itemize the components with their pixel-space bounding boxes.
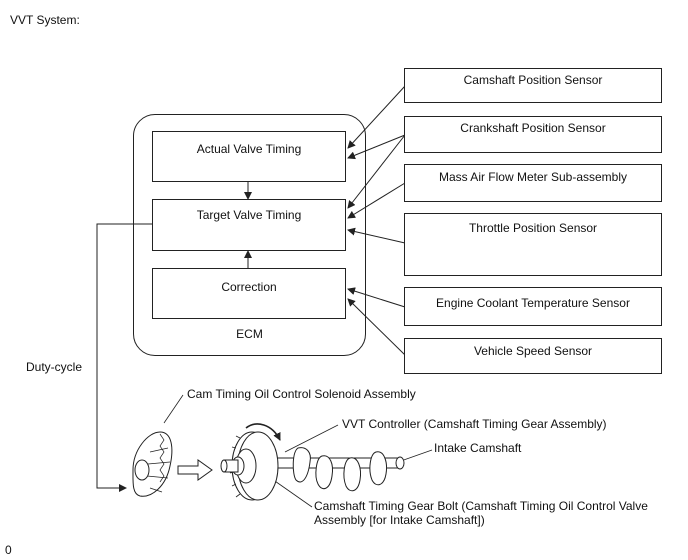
arrow-tp-sensor [347,227,406,244]
leader-vvt-controller [284,424,339,453]
sensor-camshaft-position: Camshaft Position Sensor [404,68,662,103]
ecm-block-actual-valve-timing: Actual Valve Timing [152,131,346,182]
ecm-block-correction: Correction [152,268,346,319]
arrow-cmp-sensor [347,85,406,149]
arrow-maf-sensor [347,182,406,219]
sensor-vehicle-speed: Vehicle Speed Sensor [404,338,662,374]
diagram-title: VVT System: [10,13,80,27]
sensor-crankshaft-position: Crankshaft Position Sensor [404,116,662,153]
rotation-arrow [245,423,281,441]
arrow-ect-sensor [347,287,406,308]
sensor-vehicle-speed-label: Vehicle Speed Sensor [473,344,593,358]
sensor-camshaft-position-label: Camshaft Position Sensor [463,73,603,87]
ecm-block-target-valve-timing: Target Valve Timing [152,199,346,251]
ecm-box [133,114,366,356]
oil-control-solenoid-illustration [132,431,173,497]
gear-bolt-label-line2: Assembly [for Intake Camshaft]) [314,513,485,527]
intake-camshaft-label: Intake Camshaft [434,441,522,455]
target-valve-timing-label: Target Valve Timing [196,208,302,222]
sensor-mass-air-flow-label: Mass Air Flow Meter Sub-assembly [438,170,628,184]
sensor-mass-air-flow: Mass Air Flow Meter Sub-assembly [404,164,662,202]
vvt-controller-gear-illustration [220,431,279,501]
sensor-engine-coolant-temp: Engine Coolant Temperature Sensor [404,287,662,326]
ecm-label: ECM [236,327,263,341]
gear-bolt-label-line1: Camshaft Timing Gear Bolt (Camshaft Timi… [314,499,648,513]
figure-code: 0 [5,543,12,557]
sensor-throttle-position-label: Throttle Position Sensor [468,221,598,235]
ocv-label: Cam Timing Oil Control Solenoid Assembly [187,387,416,401]
correction-label: Correction [221,280,277,294]
arrow-speed-sensor [347,298,406,356]
oil-flow-arrow [177,459,213,481]
sensor-engine-coolant-temp-label: Engine Coolant Temperature Sensor [436,296,630,310]
vvt-controller-label: VVT Controller (Camshaft Timing Gear Ass… [342,417,607,431]
actual-valve-timing-label: Actual Valve Timing [196,142,302,156]
leader-ocv [163,394,184,424]
sensor-crankshaft-position-label: Crankshaft Position Sensor [460,121,606,135]
intake-camshaft-illustration [275,447,405,492]
arrow-ckp-sensor-target [347,134,406,209]
sensor-throttle-position: Throttle Position Sensor [404,213,662,276]
arrow-ckp-sensor-actual [347,134,406,160]
duty-cycle-label: Duty-cycle [26,360,83,374]
duty-cycle-signal-line [96,223,152,492]
